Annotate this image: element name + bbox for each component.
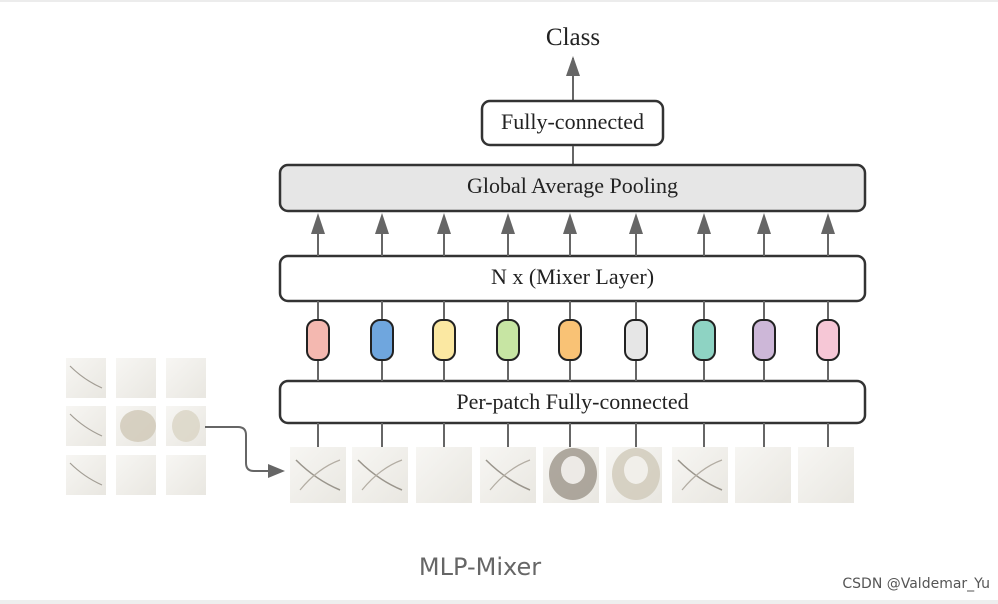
bottom-divider <box>0 600 998 604</box>
image-patch <box>290 447 346 503</box>
image-patch <box>480 447 536 503</box>
token-embedding <box>624 319 648 361</box>
pool-arrowhead <box>821 213 835 234</box>
pool-arrowhead <box>375 213 389 234</box>
mixer-layer-label: N x (Mixer Layer) <box>490 264 655 289</box>
grid-patch <box>116 455 156 495</box>
token-embedding <box>816 319 840 361</box>
global-average-pooling-label: Global Average Pooling <box>467 173 678 198</box>
grid-to-patches-arrow <box>205 426 276 472</box>
token-columns <box>306 213 840 447</box>
pool-arrowhead <box>757 213 771 234</box>
pool-arrowhead <box>629 213 643 234</box>
per-patch-label: Per-patch Fully-connected <box>456 389 689 414</box>
pool-arrowhead <box>697 213 711 234</box>
token-embedding <box>432 319 456 361</box>
grid-patch <box>166 406 206 446</box>
token-embedding <box>558 319 582 361</box>
top-divider <box>0 0 998 2</box>
per-patch-box <box>278 379 867 425</box>
token-embedding <box>752 319 776 361</box>
input-image-grid <box>66 358 206 495</box>
token-embedding <box>496 319 520 361</box>
diagram-caption: MLP-Mixer <box>418 553 542 581</box>
watermark: CSDN @Valdemar_Yu <box>842 576 990 592</box>
pool-arrowhead <box>563 213 577 234</box>
image-patch <box>798 447 854 503</box>
token-embedding <box>370 319 394 361</box>
image-patch <box>606 447 662 503</box>
global-average-pooling-box <box>278 163 867 213</box>
grid-patch <box>66 406 106 446</box>
fully-connected-box <box>480 99 665 147</box>
pool-arrowhead <box>437 213 451 234</box>
mixer-layer-box <box>278 254 867 303</box>
fully-connected-label: Fully-connected <box>501 109 644 134</box>
pool-arrowhead <box>311 213 325 234</box>
token-embedding <box>306 319 330 361</box>
image-patch <box>672 447 728 503</box>
grid-to-patches-arrowhead <box>268 464 285 478</box>
grid-patch <box>66 455 106 495</box>
grid-patch <box>66 358 106 398</box>
output-class-label: Class <box>545 24 601 51</box>
output-arrowhead <box>566 56 580 76</box>
patch-row <box>290 447 854 503</box>
image-patch <box>352 447 408 503</box>
grid-patch <box>166 455 206 495</box>
token-embedding <box>692 319 716 361</box>
image-patch <box>416 447 472 503</box>
image-patch <box>543 447 599 503</box>
grid-patch <box>166 358 206 398</box>
pool-arrowhead <box>501 213 515 234</box>
grid-patch <box>116 358 156 398</box>
image-patch <box>735 447 791 503</box>
grid-patch <box>116 406 156 446</box>
